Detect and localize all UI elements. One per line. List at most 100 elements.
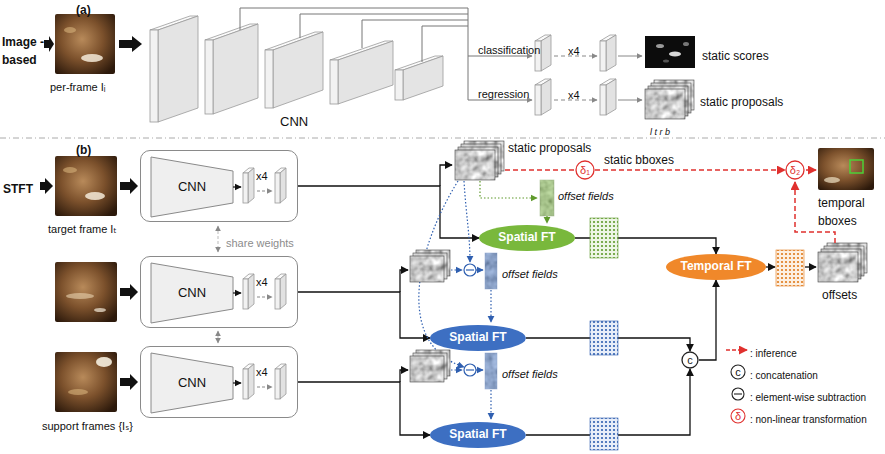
aligned-feature — [590, 218, 618, 258]
output-arrow — [618, 56, 642, 57]
aligned-feature — [590, 321, 618, 355]
offset-map — [485, 253, 497, 289]
label-holder: offset fields — [558, 186, 614, 204]
text-label: share weights — [226, 237, 294, 249]
offset-flow — [480, 181, 537, 198]
text-holder: CNN — [151, 347, 233, 417]
section-divider — [0, 138, 885, 139]
node-title: CNN — [178, 375, 206, 390]
inference-wire — [505, 169, 574, 171]
cnn-layers — [273, 32, 323, 108]
feature-wire — [440, 165, 452, 186]
head-layer — [248, 274, 254, 309]
cnn-layers — [150, 16, 443, 122]
head-layer — [280, 364, 286, 399]
spatial-ft-ellipse: Spatial FT — [430, 325, 526, 351]
label-holder: (b) — [76, 140, 91, 158]
cnn-layers — [205, 40, 213, 114]
label-holder: l t r b — [650, 121, 670, 139]
node-text: Temporal FT — [680, 260, 751, 273]
cnn-drawing — [141, 257, 297, 327]
text-label: regression — [478, 88, 529, 100]
legend-text: : non-linear transformation — [750, 414, 867, 425]
score-map — [663, 60, 669, 63]
head-layer — [280, 274, 286, 309]
input-arrow — [119, 36, 142, 52]
share-arrow — [218, 226, 219, 252]
cnn-drawing — [141, 347, 297, 417]
circle-outline — [576, 161, 594, 179]
subtract-symbol — [466, 269, 474, 270]
encoder-trapezoid — [151, 263, 233, 323]
pyramid-wires — [362, 20, 468, 48]
node-title: CNN — [178, 179, 206, 194]
aligned-feature — [590, 418, 618, 450]
cnn-layers — [158, 16, 198, 122]
offset-map — [485, 353, 497, 389]
cnn-box: CNN x4 — [140, 346, 298, 418]
fused-feature — [776, 250, 804, 286]
label-holder: target frame Iₜ — [48, 219, 117, 237]
result-photo — [818, 148, 874, 190]
label-holder: per-frame Iᵢ — [50, 77, 106, 95]
node-text: c — [687, 355, 693, 366]
frame-photo — [64, 27, 76, 33]
edge-label: static bboxes — [603, 153, 675, 167]
label-holder: c — [728, 364, 748, 380]
inference-wire — [795, 182, 835, 243]
label-holder: x4 — [568, 85, 580, 103]
score-map — [645, 36, 695, 68]
text-label: support frames {Iₛ} — [42, 420, 133, 432]
label-holder: temporal bboxes — [818, 193, 884, 230]
legend-symbol — [734, 393, 742, 394]
node-text: Spatial FT — [449, 428, 506, 441]
repeat-arrow — [257, 297, 272, 298]
score-map — [656, 44, 664, 48]
cnn-layers — [265, 50, 273, 108]
input-arrow — [44, 36, 54, 52]
inference-connector — [595, 169, 785, 171]
label-holder: CNN — [280, 112, 308, 130]
text-label: temporal bboxes — [818, 196, 865, 228]
repeat-count: x4 — [256, 170, 268, 182]
cnn-layers — [213, 24, 258, 114]
cnn-box: CNN x4 — [140, 150, 298, 222]
text-holder: CNN — [151, 151, 233, 221]
flow-connector — [298, 186, 479, 238]
frame-photo — [66, 293, 94, 299]
legend-text: : concatenation — [750, 370, 818, 381]
frame-photo — [85, 192, 105, 200]
legend-symbol — [731, 409, 745, 423]
temporal-ft-ellipse: Temporal FT — [666, 254, 766, 280]
node-text: Spatial FT — [498, 231, 555, 244]
head-layer — [243, 369, 248, 399]
cnn-drawing — [141, 151, 297, 221]
legend-row: : inference — [750, 343, 797, 361]
text-holder: x4 — [256, 363, 268, 379]
circle-outline — [786, 161, 804, 179]
spatial-ft-ellipse: Spatial FT — [479, 225, 575, 251]
offset-map — [540, 180, 554, 216]
pyramid-wires — [468, 8, 469, 100]
repeat-arrow — [257, 387, 272, 388]
legend-text: : element-wise subtraction — [750, 392, 866, 403]
label-holder: static bboxes — [603, 150, 675, 168]
concat-circle: c — [681, 351, 699, 369]
offset-flow — [490, 290, 491, 322]
head-layer — [280, 168, 286, 203]
output-arrow — [618, 100, 642, 101]
cnn-layers — [338, 41, 393, 104]
head-layer — [243, 279, 248, 309]
flow-connector — [699, 280, 716, 360]
offset-flow — [490, 390, 491, 419]
text-label: l t r b — [650, 127, 670, 137]
head-layer — [248, 364, 254, 399]
label-holder: (a) — [76, 0, 91, 18]
text-holder: CNN — [151, 257, 233, 327]
layer-wire — [233, 382, 241, 383]
text-label: offset fields — [502, 368, 558, 380]
node-text: δ₁ — [580, 165, 590, 176]
frame-photo — [55, 262, 117, 322]
label-holder: offset fields — [502, 264, 558, 282]
